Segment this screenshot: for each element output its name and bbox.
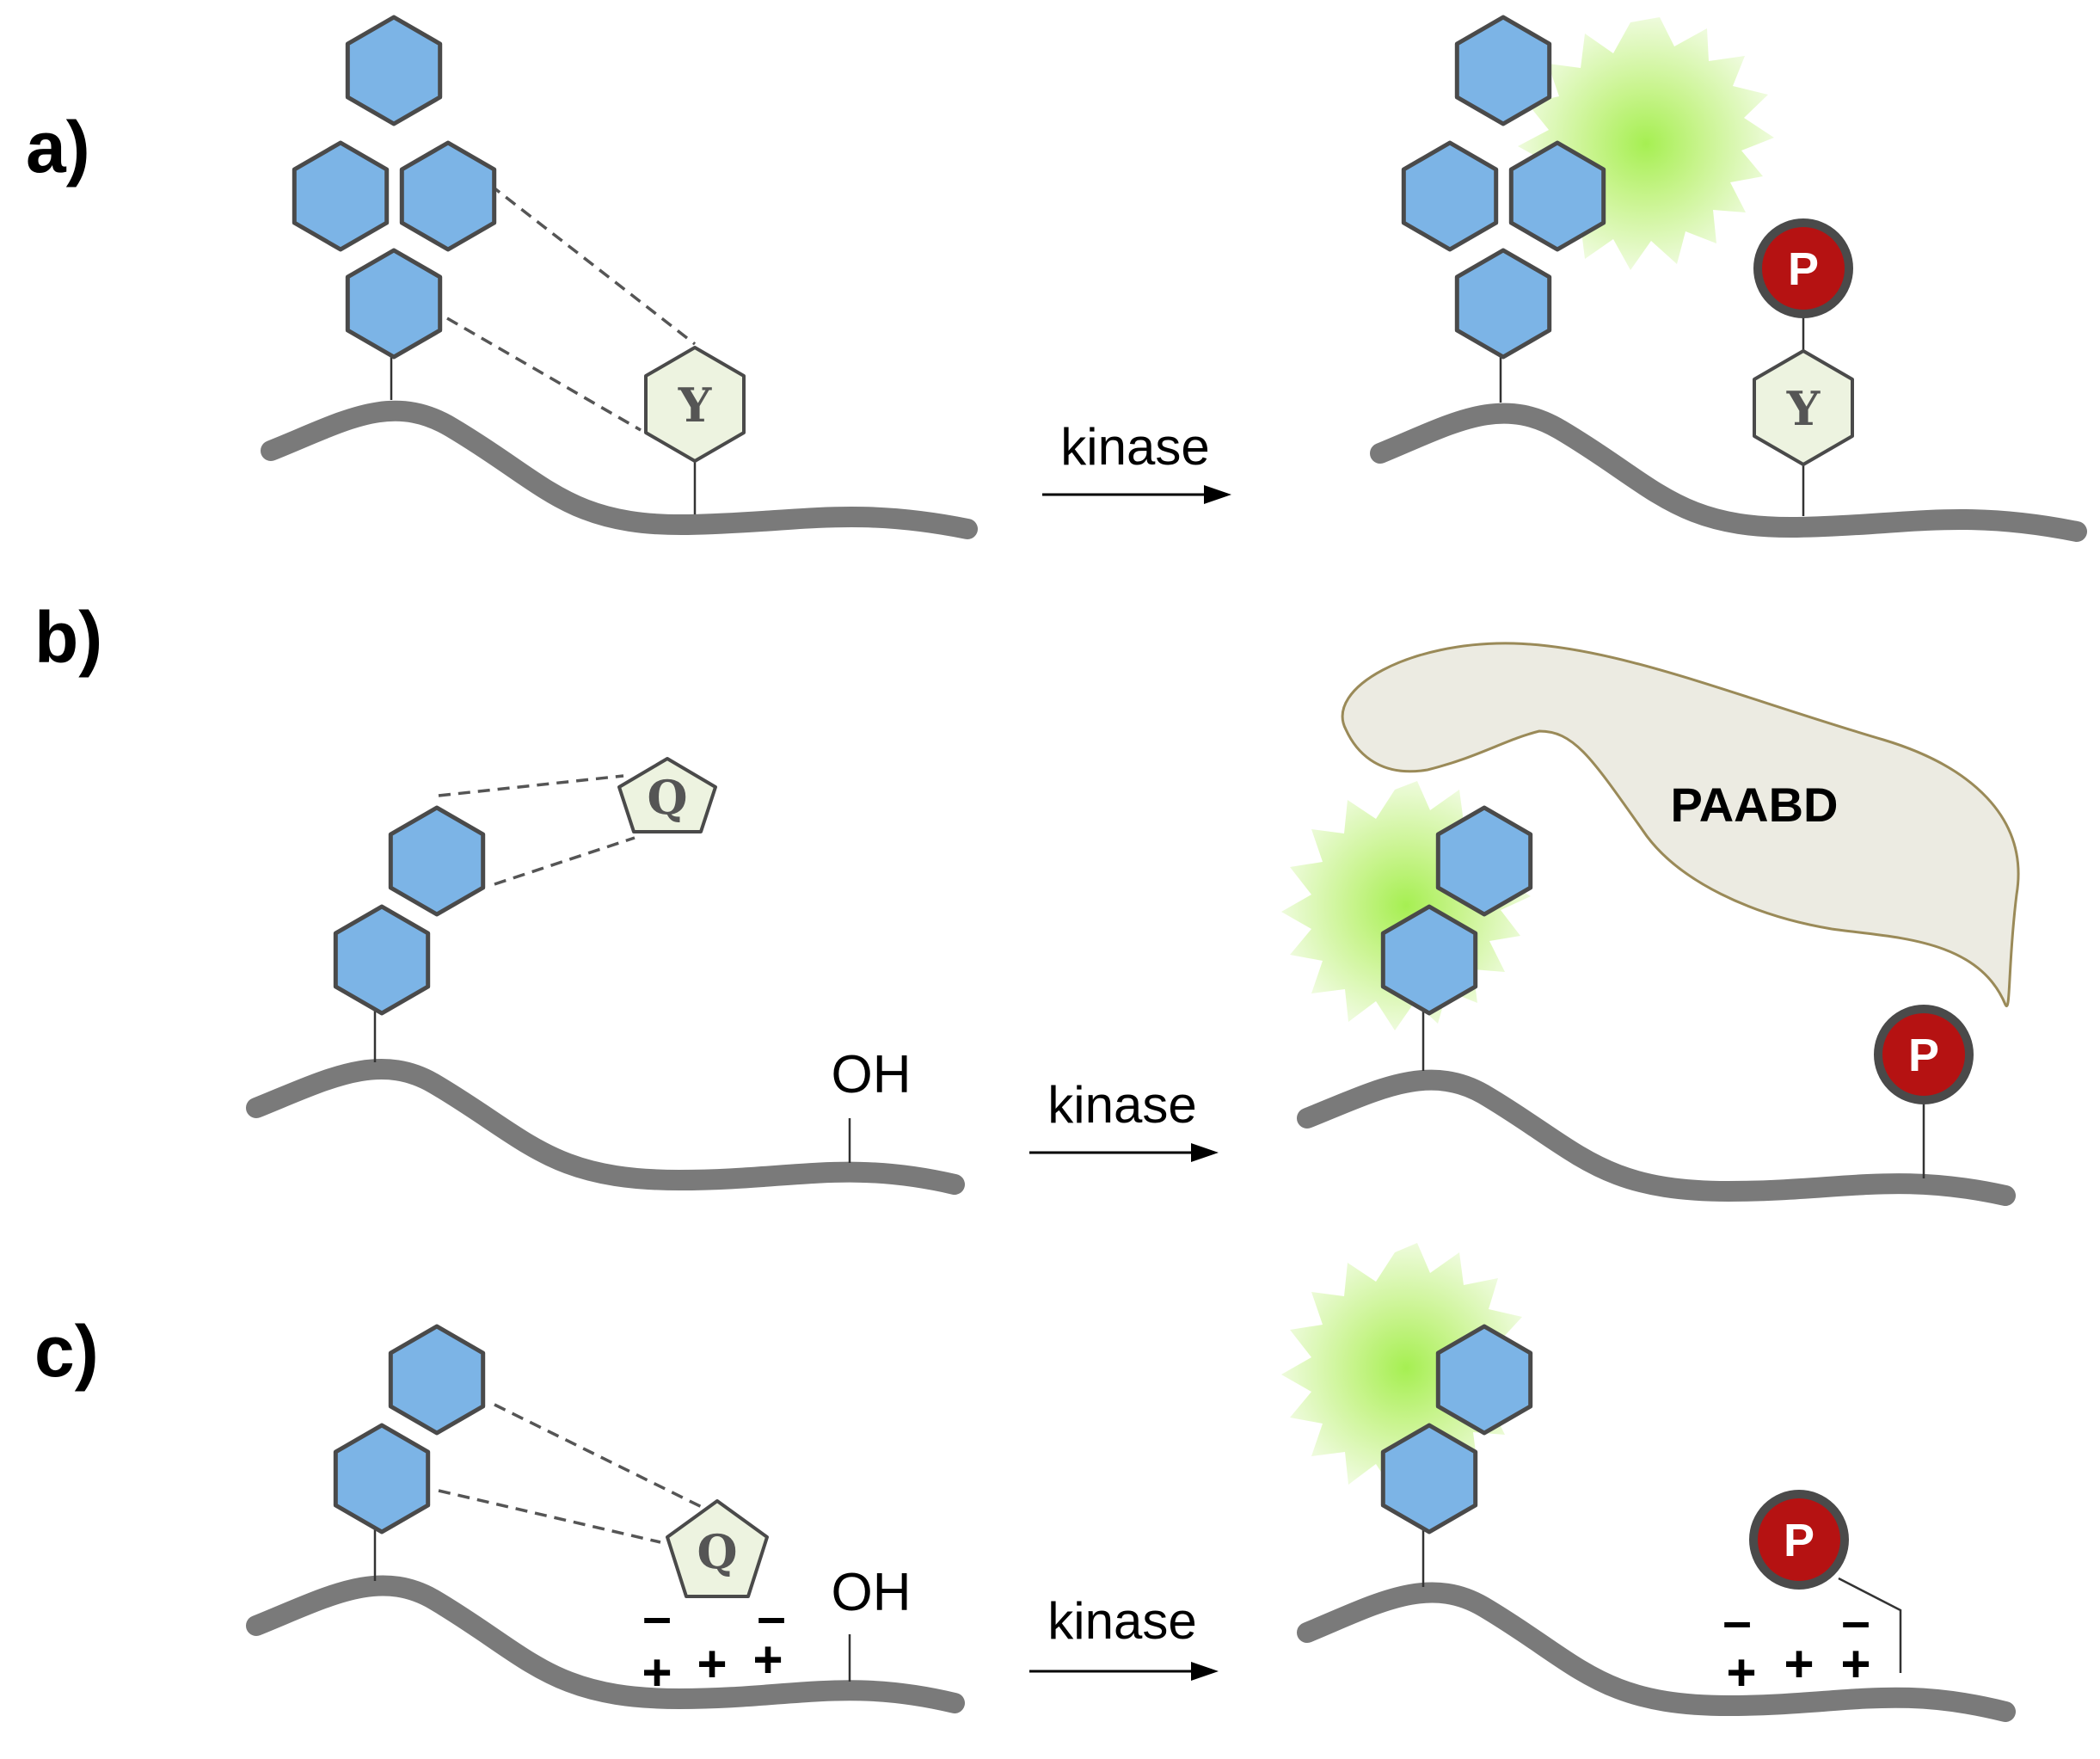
peptide-backbone bbox=[1370, 403, 2087, 542]
hydroxyl-label: OH bbox=[832, 1045, 912, 1104]
panel-b-unphosphorylated: OH Q bbox=[246, 757, 965, 1195]
quencher-label: Q bbox=[697, 1524, 737, 1579]
fluorophore bbox=[335, 1326, 482, 1532]
negative-charge: – bbox=[757, 1588, 785, 1645]
peptide-backbone bbox=[261, 400, 978, 539]
peptide-backbone bbox=[246, 1059, 965, 1195]
panel-c: c) OH Q – – + + + kinase bbox=[34, 1243, 2016, 1722]
peptide-backbone bbox=[1297, 1582, 2016, 1722]
reaction-arrow: kinase bbox=[1029, 1076, 1219, 1162]
paabd-domain bbox=[1341, 642, 2020, 1008]
panel-a-unphosphorylated: Y bbox=[261, 17, 978, 539]
positive-charge: + bbox=[642, 1644, 672, 1701]
negative-charge: – bbox=[1722, 1592, 1751, 1650]
hydroxyl-label: OH bbox=[832, 1563, 912, 1622]
positive-charge: + bbox=[697, 1635, 727, 1693]
phosphate-circle bbox=[1749, 1490, 1849, 1590]
arrowhead-icon bbox=[1191, 1143, 1219, 1162]
arrow-label: kinase bbox=[1060, 418, 1209, 476]
reaction-arrow: kinase bbox=[1029, 1592, 1219, 1681]
phosphate-label: P bbox=[1784, 1515, 1814, 1566]
positive-charge: + bbox=[1726, 1644, 1756, 1701]
panel-a-label: a) bbox=[26, 107, 90, 188]
fluorophore bbox=[294, 17, 494, 357]
tyrosine-hexagon bbox=[644, 346, 746, 463]
arrow-label: kinase bbox=[1047, 1076, 1196, 1134]
tyrosine-hexagon bbox=[1753, 349, 1854, 466]
phosphate-circle bbox=[1753, 218, 1853, 318]
negative-charge: – bbox=[1841, 1592, 1870, 1650]
tyrosine-label: Y bbox=[678, 378, 713, 433]
panel-c-label: c) bbox=[34, 1311, 99, 1392]
quenching-line bbox=[488, 183, 697, 346]
arrowhead-icon bbox=[1204, 485, 1231, 504]
panel-b-phosphorylated: PAABD P bbox=[1281, 642, 2020, 1206]
panel-b: b) OH Q kinase PAABD bbox=[34, 597, 2020, 1206]
charge-cluster: – – + + + bbox=[1722, 1592, 1870, 1701]
quenching-line bbox=[494, 836, 636, 886]
positive-charge: + bbox=[752, 1631, 783, 1688]
tyrosine-label: Y bbox=[1786, 381, 1821, 436]
fluorophore bbox=[335, 808, 482, 1013]
linker bbox=[1838, 1577, 1902, 1673]
panel-a-phosphorylated: Y P bbox=[1370, 17, 2087, 542]
reaction-arrow: kinase bbox=[1042, 418, 1231, 504]
phosphate-label: P bbox=[1908, 1030, 1939, 1081]
positive-charge: + bbox=[1784, 1635, 1814, 1693]
quenching-line bbox=[494, 1403, 704, 1510]
quencher-pentagon bbox=[617, 757, 717, 833]
panel-b-label: b) bbox=[34, 597, 102, 678]
quenching-line bbox=[438, 774, 624, 797]
quenching-line bbox=[446, 317, 642, 432]
phosphate-circle bbox=[1874, 1005, 1974, 1104]
fluorescence-glow bbox=[1281, 1243, 1531, 1493]
charge-cluster: – – + + + bbox=[642, 1588, 785, 1701]
quenching-line bbox=[438, 1489, 661, 1544]
positive-charge: + bbox=[1840, 1635, 1870, 1693]
quencher-label: Q bbox=[647, 770, 687, 825]
peptide-backbone bbox=[1297, 1069, 2016, 1206]
arrowhead-icon bbox=[1191, 1662, 1219, 1681]
negative-charge: – bbox=[642, 1588, 671, 1645]
panel-a: a) Y kinase bbox=[26, 17, 2087, 542]
quencher-pentagon bbox=[666, 1499, 769, 1598]
panel-c-unphosphorylated: OH Q – – + + + bbox=[246, 1326, 965, 1713]
arrow-label: kinase bbox=[1047, 1592, 1196, 1650]
phosphate-label: P bbox=[1788, 243, 1819, 295]
paabd-label: PAABD bbox=[1671, 778, 1839, 832]
panel-c-phosphorylated: P – – + + + bbox=[1281, 1243, 2016, 1722]
peptide-backbone bbox=[246, 1575, 965, 1713]
